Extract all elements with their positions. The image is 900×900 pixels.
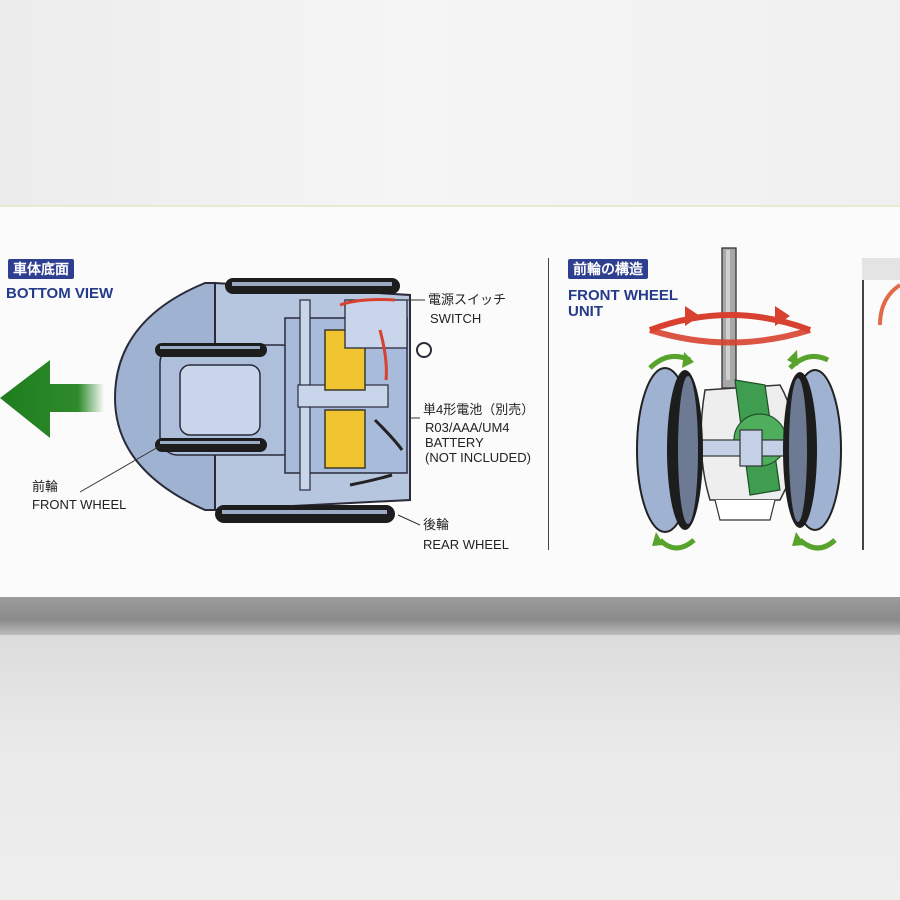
bottom-view-diagram bbox=[79, 278, 432, 526]
bottom-view-tag: 車体底面 bbox=[8, 259, 74, 279]
switch-label-jp: 電源スイッチ bbox=[428, 292, 507, 307]
background-wall bbox=[0, 0, 900, 205]
battery-label-en-3: (NOT INCLUDED) bbox=[425, 450, 531, 465]
front-wheel-unit-tag: 前輪の構造 bbox=[568, 259, 648, 279]
front-wheel-label-jp: 前輪 bbox=[32, 479, 59, 494]
section-divider bbox=[548, 258, 549, 550]
rear-wheel-label-jp: 後輪 bbox=[423, 517, 450, 532]
partial-rotation-arrow-icon bbox=[878, 283, 900, 326]
battery-label-en-2: BATTERY bbox=[425, 435, 484, 450]
battery-label-en-1: R03/AAA/UM4 bbox=[425, 420, 510, 435]
rotation-arrow-icon bbox=[648, 306, 812, 346]
rear-wheel-label-en: REAR WHEEL bbox=[423, 537, 509, 552]
front-wheel-unit-diagram bbox=[636, 247, 842, 551]
front-wheel-label-en: FRONT WHEEL bbox=[32, 497, 127, 512]
left-arrow-icon bbox=[0, 360, 104, 438]
front-wheel-unit-title-2: UNIT bbox=[568, 303, 603, 320]
switch-label-en: SWITCH bbox=[430, 311, 482, 326]
table-surface bbox=[0, 635, 900, 900]
front-wheel-unit-title-1: FRONT WHEEL bbox=[568, 287, 678, 304]
box-bottom-edge bbox=[0, 597, 900, 635]
battery-label-jp: 単4形電池（別売） bbox=[423, 402, 535, 417]
bottom-view-title: BOTTOM VIEW bbox=[6, 285, 114, 302]
